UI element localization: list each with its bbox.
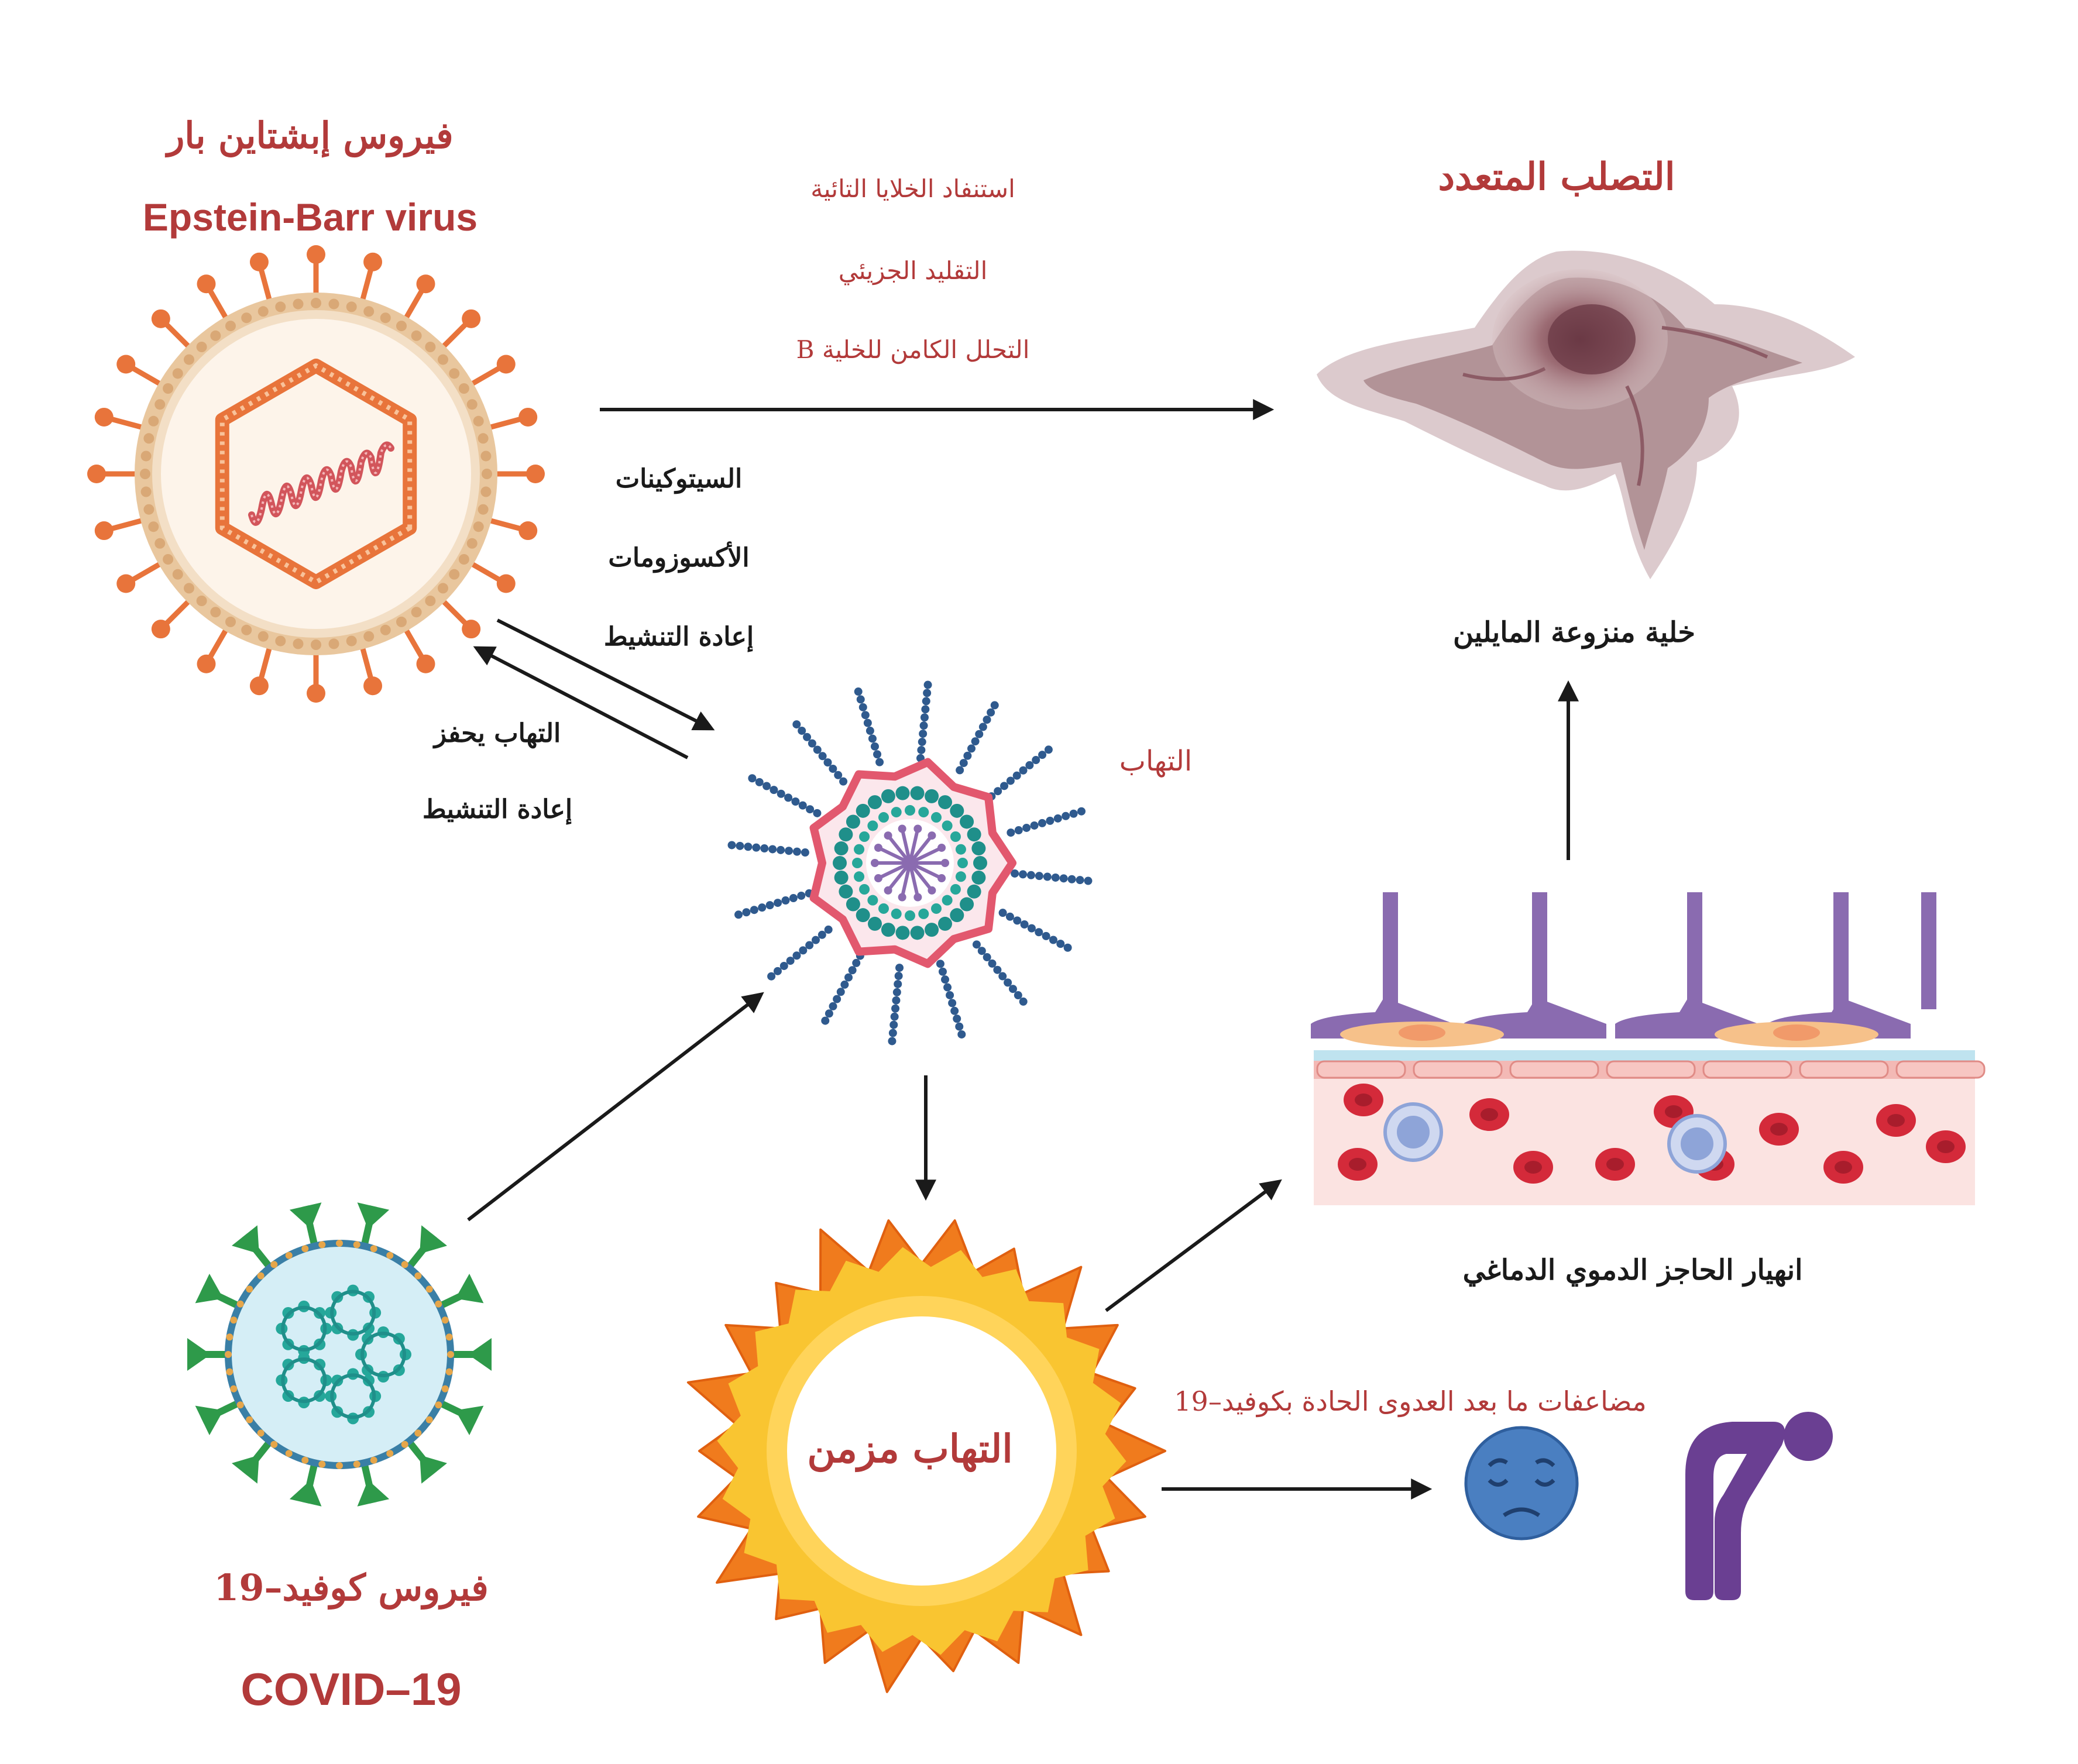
- arrow-inflammation-to-ebv: [473, 646, 689, 759]
- mechanism-molecular-mimicry: التقليد الجزيئي: [838, 256, 988, 285]
- blood-brain-barrier-icon: [1311, 892, 1986, 1205]
- mechanism-latent-bcell-lysis: التحلل الكامن للخلية B: [796, 335, 1030, 364]
- blood-cells: [1338, 1084, 1966, 1184]
- inflammation-triggers: التهاب يحفز: [434, 718, 561, 748]
- long-covid-label: مضاعفات ما بعد العدوى الحادة بكوفيد–19: [1174, 1385, 1647, 1417]
- tired-person-icon: [1685, 1412, 1833, 1600]
- covid-title-arabic: فيروس كوفيد–19: [214, 1566, 489, 1609]
- sad-face-icon: [1464, 1426, 1579, 1541]
- inflammation-reactivation: إعادة التنشيط: [422, 795, 573, 824]
- covid-title-english: COVID–19: [241, 1663, 462, 1715]
- endothelial-cells: [1311, 892, 1986, 1079]
- demyelinated-oligodendrocyte-icon: [1317, 250, 1855, 579]
- bbb-breakdown-label: انهيار الحاجز الدموي الدماغي: [1462, 1254, 1803, 1287]
- ebv-to-inflammation-cytokines: السيتوكينات: [615, 464, 743, 494]
- arrows: [467, 399, 1579, 1500]
- ebv-to-inflammation-reactivation: إعادة التنشيط: [603, 622, 754, 652]
- ebv-title-arabic: فيروس إبشتاين بار: [167, 114, 454, 157]
- mechanism-tcell-depletion: استنفاد الخلايا التائية: [810, 174, 1015, 203]
- inflammation-cell-icon: [727, 680, 1093, 1046]
- arrow-covid-to-inflammation: [467, 992, 764, 1222]
- ebv-to-inflammation-exosomes: الأكسوزومات: [608, 543, 750, 573]
- ebv-title-english: Epstein-Barr virus: [142, 195, 478, 239]
- epstein-barr-virus-icon: [87, 245, 545, 703]
- covid-19-virus-icon: [187, 1202, 492, 1507]
- arrow-ebv-to-inflammation: [496, 618, 715, 731]
- arrow-chronic-to-bbb: [1105, 1179, 1282, 1312]
- inflammation-label: التهاب: [1119, 745, 1193, 778]
- demyelinated-cell-label: خلية منزوعة المايلين: [1452, 616, 1696, 649]
- fire-ring-icon: [686, 1219, 1166, 1693]
- chronic-inflammation-label: التهاب مزمن: [807, 1426, 1013, 1471]
- ms-title: التصلب المتعدد: [1438, 155, 1675, 199]
